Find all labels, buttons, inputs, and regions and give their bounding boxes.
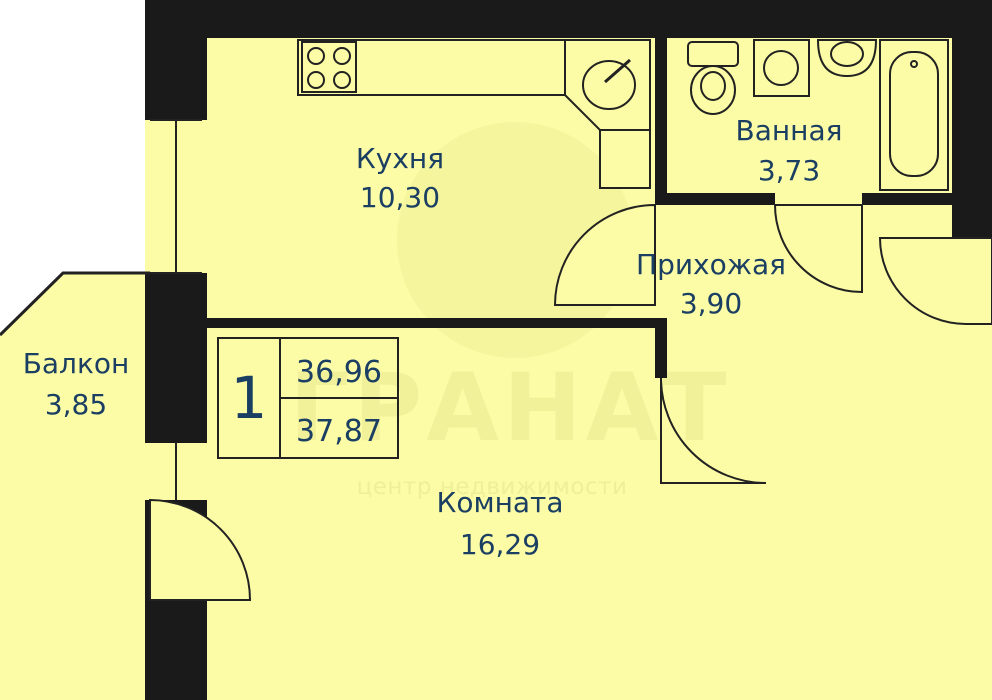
wall-kitchen-bath [655, 38, 667, 203]
stove-burner-1 [307, 47, 325, 65]
balcony-area: 3,85 [45, 388, 107, 421]
kitchen-counter [297, 39, 651, 189]
kitchen-sink-icon [582, 60, 636, 110]
door-living [660, 377, 767, 484]
washer-drum [763, 50, 799, 86]
kitchen-area: 10,30 [360, 181, 440, 214]
hallway-area: 3,90 [680, 287, 742, 320]
info-total-area: 37,87 [296, 414, 382, 449]
doors [149, 203, 992, 601]
living-area: 16,29 [460, 528, 540, 561]
door-entrance [878, 237, 992, 325]
bathroom-fixtures [687, 39, 949, 191]
bathtub-inner [889, 51, 939, 177]
wall-bath-bottom [655, 193, 775, 205]
bathroom-sink-icon [816, 39, 878, 78]
floor-main [145, 0, 992, 700]
watermark-tagline: центр недвижимости [357, 474, 628, 500]
wall-kitchen-living [207, 318, 657, 328]
wall-hall-living [655, 318, 667, 378]
basin-inner [830, 41, 864, 67]
kitchen-name: Кухня [356, 142, 444, 175]
stove-burner-2 [333, 47, 351, 65]
balcony [0, 271, 202, 500]
door-kitchen [553, 203, 656, 306]
room-labels: Кухня 10,30 Ванная 3,73 Прихожая 3,90 Ба… [23, 114, 843, 561]
toilet-seat [700, 71, 726, 101]
wall-left-pier [145, 273, 207, 443]
info-living-area: 36,96 [296, 355, 382, 390]
bathroom-name: Ванная [736, 114, 843, 147]
balcony-name: Балкон [23, 347, 130, 380]
kitchen-fixtures [297, 39, 651, 189]
wall-bath-bottom-right [862, 193, 952, 205]
toilet-icon [687, 41, 739, 115]
toilet-tank [687, 41, 739, 67]
wall-top [145, 0, 992, 38]
wall-left-upper [145, 0, 207, 120]
floor-balcony [0, 273, 150, 700]
living-name: Комната [436, 486, 563, 519]
hallway-name: Прихожая [636, 248, 786, 281]
wall-right [952, 0, 992, 238]
stove-burner-3 [307, 71, 325, 89]
door-balcony [149, 498, 252, 601]
sink-faucet [604, 58, 631, 84]
bathtub-icon [879, 39, 949, 191]
door-bathroom [773, 204, 863, 294]
kitchen-window [150, 119, 202, 274]
info-rooms-count: 1 [231, 364, 268, 432]
balcony-railing [0, 271, 150, 337]
stove-burner-4 [333, 71, 351, 89]
watermark-brand: ГРАНАТ [289, 354, 730, 463]
info-box: 1 36,96 37,87 [217, 337, 399, 459]
washing-machine-icon [753, 39, 810, 97]
bathroom-area: 3,73 [758, 154, 820, 187]
bathtub-drain [910, 60, 918, 68]
